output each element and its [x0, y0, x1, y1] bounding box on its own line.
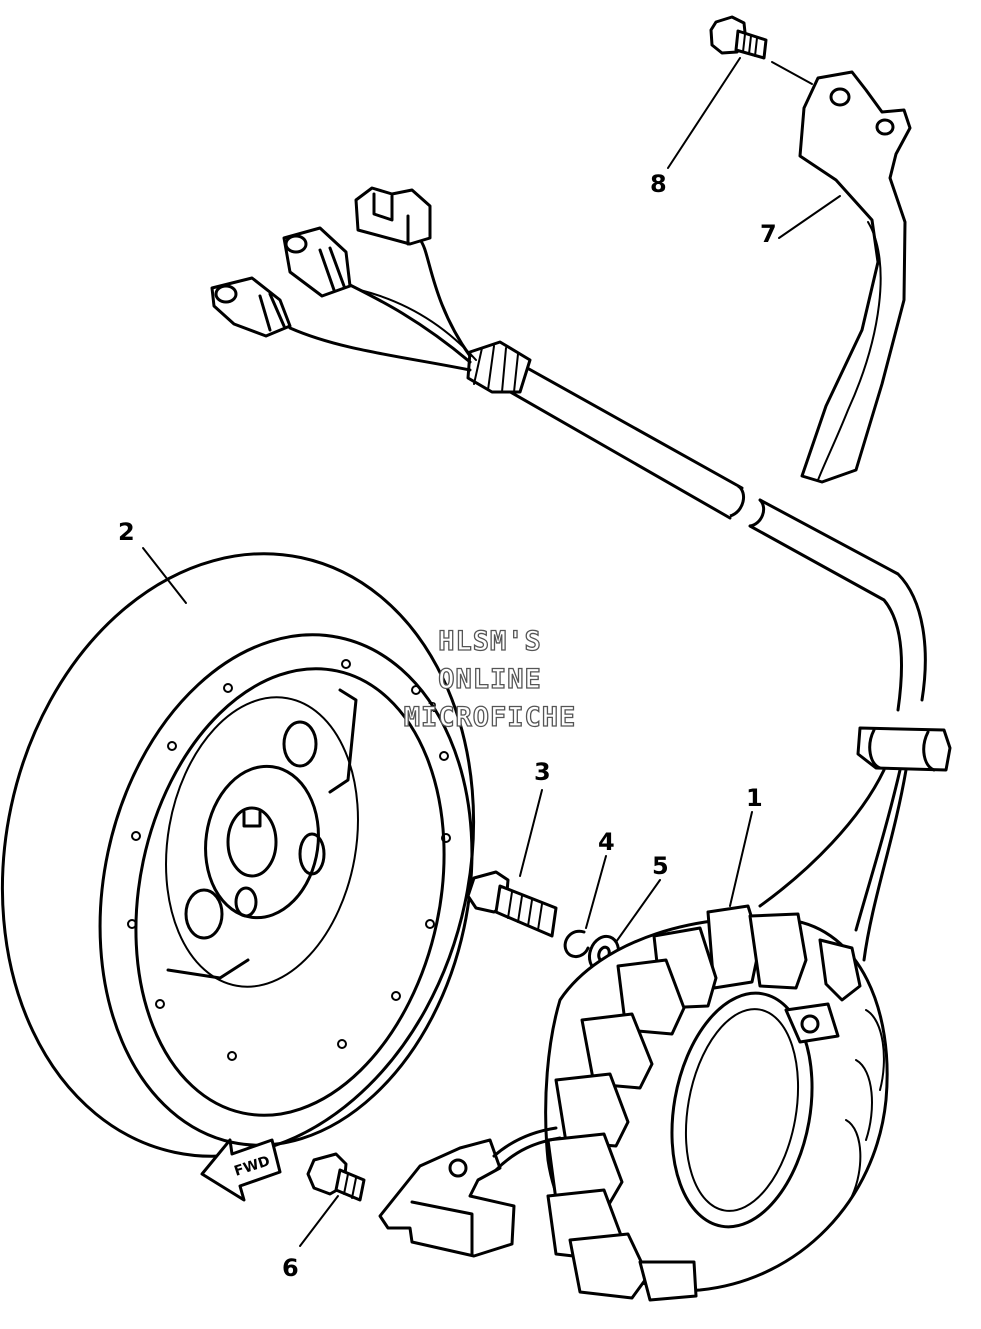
callout-7: 7: [760, 220, 777, 248]
pickup-coil: [378, 1126, 562, 1258]
flywheel-rotor-part-2: [0, 552, 476, 1158]
fwd-direction-tag: FWD: [200, 1138, 282, 1202]
connector-round-lower: [210, 276, 292, 338]
wire-harness: [288, 238, 927, 712]
callout-8: 8: [650, 170, 667, 198]
stator-part-1: [544, 904, 889, 1302]
rotor-mark-letter: a: [426, 696, 437, 717]
watermark-line-3: MICROFICHE: [404, 702, 577, 733]
watermark-line-2: ONLINE: [438, 664, 542, 695]
callout-3: 3: [534, 758, 551, 786]
lock-washer-part-4: [563, 929, 590, 958]
grommet: [758, 726, 952, 962]
screw-part-6: [306, 1152, 366, 1202]
callout-5: 5: [652, 852, 669, 880]
leader-lines: [142, 57, 841, 1247]
watermark: HLSM'S ONLINE MICROFICHE: [403, 625, 577, 733]
callout-1: 1: [746, 784, 763, 812]
callout-2: 2: [118, 518, 135, 546]
bolt-part-8: [709, 15, 768, 60]
bolt-to-bracket-line: [771, 61, 813, 85]
callout-6: 6: [282, 1254, 299, 1282]
callout-4: 4: [598, 828, 615, 856]
bracket-part-7: [798, 70, 912, 484]
bolt-part-3: [466, 870, 558, 938]
connector-round-upper: [282, 226, 352, 298]
connector-square: [354, 186, 432, 246]
watermark-line-1: HLSM'S: [438, 626, 542, 657]
